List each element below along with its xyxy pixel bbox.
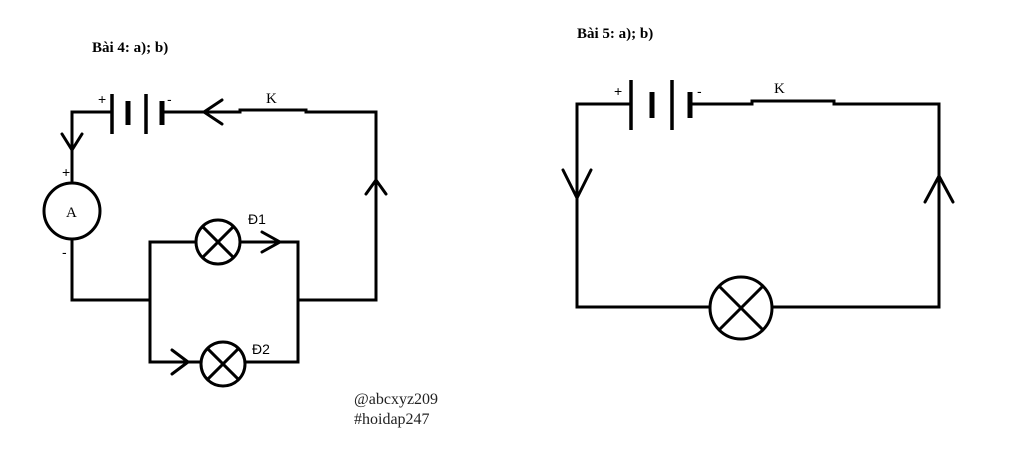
current-arrow-right-icon: [260, 230, 282, 254]
battery-plus-sign: +: [614, 83, 622, 99]
current-arrow-right-icon: [170, 348, 190, 376]
current-arrow-down-icon: [60, 132, 84, 152]
circuit-4-heading: Bài 4: a); b): [92, 40, 168, 56]
lamp-cross-line: [717, 284, 765, 332]
current-arrow-up-icon: [364, 178, 388, 196]
current-arrow-up-icon: [923, 174, 955, 204]
lamp-2-label: Đ2: [252, 341, 270, 357]
circuit-4-lamp-2: Đ2: [199, 340, 270, 388]
current-arrow-down-icon: [561, 168, 593, 200]
circuit-5-lamp: [708, 275, 774, 341]
lamp-1-label: Đ1: [248, 211, 266, 227]
lamp-cross-line: [201, 225, 235, 259]
circuit-5-wire-switch: [750, 99, 836, 106]
circuit-4-battery: + -: [98, 91, 172, 134]
circuit-4-wire-switch: [238, 108, 308, 114]
credit-author: @abcxyz209: [354, 391, 438, 408]
circuit-5: Bài 5: a); b) + - K: [561, 26, 955, 341]
battery-minus-sign: -: [697, 83, 702, 99]
circuit-5-battery: + -: [614, 80, 702, 130]
ammeter-circle: [42, 181, 102, 241]
ammeter-minus-sign: -: [62, 244, 67, 260]
circuit-4-switch-label: K: [266, 91, 277, 107]
battery-minus-sign: -: [167, 91, 172, 107]
circuit-4-ammeter: A + -: [42, 164, 102, 260]
circuit-4: Bài 4: a); b) + - K A + -: [42, 40, 388, 388]
credit-site: #hoidap247: [354, 411, 430, 428]
circuit-4-wire-right: [296, 110, 378, 302]
circuit-5-wire-right: [770, 102, 941, 309]
circuit-5-switch-label: K: [774, 81, 785, 97]
credits: @abcxyz209 #hoidap247: [354, 391, 438, 428]
circuit-5-heading: Bài 5: a); b): [577, 26, 653, 42]
ammeter-plus-sign: +: [62, 164, 70, 180]
battery-plus-sign: +: [98, 91, 106, 107]
lamp-cross-line: [206, 347, 240, 381]
ammeter-label: A: [66, 205, 77, 221]
circuit-5-wire-left: [575, 102, 712, 309]
circuit-4-wire-top-left: [70, 110, 152, 302]
current-arrow-left-icon: [202, 98, 224, 126]
circuit-4-lamp-1: Đ1: [194, 211, 266, 266]
